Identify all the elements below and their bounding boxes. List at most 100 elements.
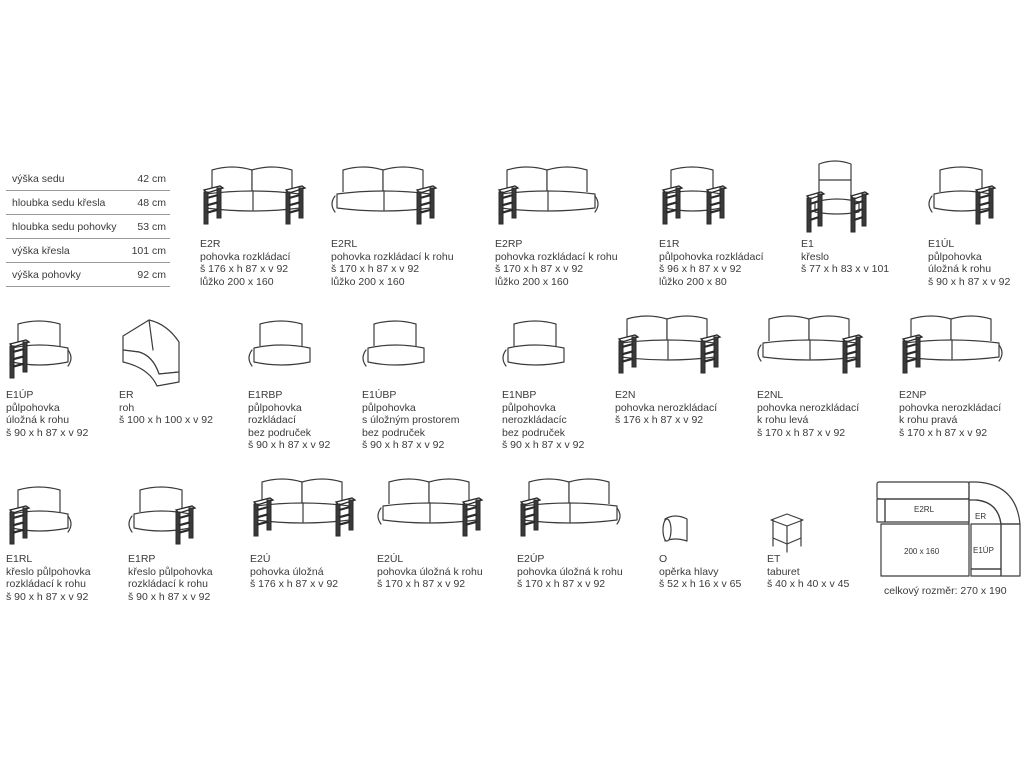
frame-slat [178, 521, 191, 527]
frame-slat [809, 207, 820, 214]
spec-label: výška sedu [12, 173, 65, 185]
open-end [998, 344, 1003, 362]
item-description-line: nerozkládacíc [502, 414, 567, 426]
sofa-drawing [331, 166, 438, 225]
frame-slat [709, 201, 722, 207]
item-description-line: š 170 x h 87 x v 92 [757, 426, 846, 439]
item-description-line: š 40 x h 40 x v 45 [767, 578, 850, 590]
back-cushion [666, 315, 708, 341]
item-description-line: křeslo půlpohovka [6, 565, 91, 578]
item-code: E2NP [899, 389, 927, 401]
seat-cushion [367, 344, 425, 366]
frame-slat [621, 342, 634, 349]
frame-slat [709, 208, 722, 214]
item-code: E2ÚP [517, 553, 545, 565]
stool-legs [772, 519, 802, 553]
item-description-line: š 90 x h 87 x v 92 [6, 426, 89, 439]
sofa-drawing [8, 486, 72, 545]
item-description-line: š 96 x h 87 x v 92 [659, 263, 742, 275]
item-description-line: š 170 x h 87 x v 92 [517, 578, 606, 590]
item-description-line: půlpohovka [928, 250, 982, 263]
item-description-line: š 170 x h 87 x v 92 [331, 263, 420, 275]
sofa-drawing [502, 320, 565, 367]
item-description-line: pohovka rozkládací k rohu [331, 250, 454, 263]
frame-slat [845, 342, 858, 349]
seat-cushion [133, 510, 191, 532]
frame-post [9, 511, 15, 545]
plan-backrest [876, 481, 970, 500]
item-description-line: pohovka nerozkládací [899, 401, 1002, 414]
item-description-line: š 170 x h 87 x v 92 [495, 263, 584, 275]
frame-slat [501, 201, 514, 207]
open-end [248, 349, 253, 367]
item-code: E2Ú [250, 553, 271, 565]
frame-slat [621, 357, 634, 363]
back-cushion [301, 478, 343, 504]
item-description-line: š 170 x h 87 x v 92 [377, 578, 466, 590]
frame-slat [338, 520, 351, 526]
frame-slat [288, 208, 301, 214]
frame-slat [703, 357, 716, 363]
back-cushion [568, 478, 610, 504]
open-end [128, 515, 133, 533]
item-description-line: š 90 x h 87 x v 92 [128, 590, 211, 603]
item-code: ET [767, 553, 781, 565]
back-cushion [139, 486, 183, 512]
frame-post [700, 340, 706, 374]
sofa-drawing [901, 315, 1003, 374]
frame-slat [853, 199, 864, 206]
back-cushion [670, 166, 714, 192]
frame-slat [419, 208, 432, 214]
headrest-roll [662, 518, 672, 542]
item-code: E1R [659, 238, 680, 250]
frame-post [175, 511, 181, 545]
sofa-drawing [362, 320, 425, 367]
frame-slat [256, 520, 269, 526]
back-cushion [950, 315, 992, 341]
item-description-line: bez područek [502, 426, 566, 439]
spec-value: 53 cm [137, 221, 166, 233]
spec-value: 101 cm [131, 245, 166, 257]
item-description-line: š 90 x h 87 x v 92 [928, 275, 1011, 288]
sofa-drawing [202, 166, 307, 225]
frame-slat [501, 193, 514, 200]
frame-post [706, 191, 712, 225]
open-end [594, 195, 599, 213]
item-description-line: rozkládací k rohu [6, 578, 86, 590]
sofa-drawing [661, 166, 728, 225]
item-description-line: pohovka rozkládací k rohu [495, 250, 618, 263]
frame-slat [905, 350, 918, 356]
back-cushion [373, 320, 417, 346]
item-description-line: lůžko 200 x 160 [200, 275, 274, 288]
item-description-line: půlpohovka [248, 401, 302, 414]
frame-slat [905, 357, 918, 363]
seat-cushion [253, 344, 311, 366]
back-cushion [768, 315, 810, 341]
frame-slat [12, 513, 25, 520]
sofa-drawing [757, 315, 864, 374]
frame-slat [288, 201, 301, 207]
item-description-line: křeslo půlpohovka [128, 565, 213, 578]
back-cushion [808, 315, 850, 341]
frame-post [203, 191, 209, 225]
item-description-line: taburet [767, 565, 800, 578]
corner-seat [122, 349, 180, 387]
frame-post [806, 197, 812, 233]
item-description-line: pohovka úložná k rohu [517, 565, 623, 578]
frame-post [850, 197, 856, 233]
frame-slat [978, 208, 991, 214]
spec-value: 92 cm [137, 269, 166, 281]
